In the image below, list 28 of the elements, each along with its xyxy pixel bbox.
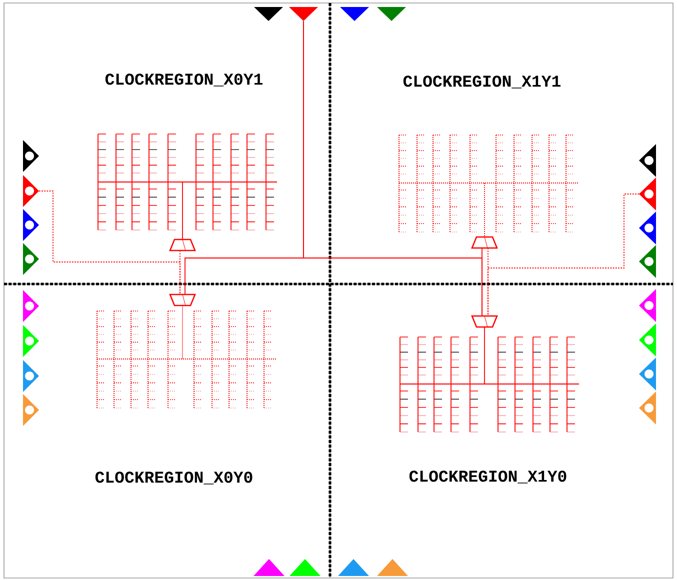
pin-triangle [639, 245, 656, 278]
pin-triangle [23, 209, 39, 241]
pin-triangle [377, 7, 406, 21]
pin-triangle [23, 175, 39, 207]
buffer-symbol [169, 238, 196, 252]
pin-triangle [23, 243, 39, 275]
pin-triangle [23, 290, 39, 322]
pin-triangle [254, 7, 283, 21]
pin-triangle [23, 140, 39, 172]
pin-triangle [377, 559, 408, 576]
pin-triangle [639, 392, 656, 424]
pin-triangle [23, 325, 39, 357]
pin-triangle [254, 559, 284, 576]
buffer-symbol [471, 236, 498, 249]
pin-triangle [289, 7, 318, 21]
pin-triangle [639, 178, 656, 210]
pin-triangle [639, 324, 656, 356]
pin-triangle [639, 289, 656, 322]
pin-triangle [23, 394, 39, 426]
pin-triangle [639, 144, 656, 177]
pin-triangle [23, 360, 39, 392]
pin-triangle [290, 559, 320, 576]
pin-triangle [639, 212, 656, 244]
pin-triangle [340, 7, 369, 21]
buffer-symbol [471, 315, 498, 328]
buffer-symbol [169, 294, 196, 306]
pin-triangle [639, 358, 656, 390]
pin-triangle [338, 559, 369, 576]
